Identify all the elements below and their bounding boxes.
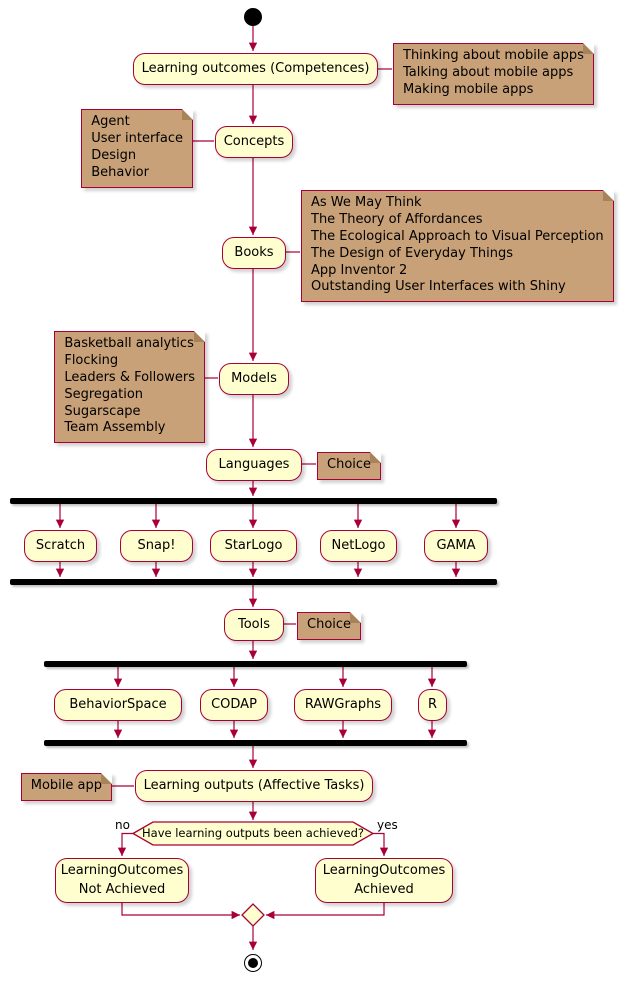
branch-label-no: no <box>115 818 130 832</box>
note-text: Basketball analytics Flocking Leaders & … <box>64 336 195 436</box>
note-fold-icon <box>602 190 614 201</box>
fork-bar-languages <box>10 498 497 504</box>
merge-diamond <box>241 903 265 927</box>
activity-models: Models <box>219 363 289 395</box>
end-node <box>244 954 262 972</box>
join-bar-tools <box>44 740 467 746</box>
decision-question: Have learning outputs been achieved? <box>142 826 364 840</box>
join-bar-languages <box>10 579 497 585</box>
activity-codap: CODAP <box>200 689 268 721</box>
note-tools-choice: Choice <box>297 612 362 640</box>
note-text: Choice <box>307 617 352 632</box>
activity-learning-outputs: Learning outputs (Affective Tasks) <box>135 770 373 802</box>
activity-snap: Snap! <box>120 530 193 562</box>
note-text: As We May Think The Theory of Affordance… <box>311 195 604 295</box>
branch-label-yes: yes <box>377 818 398 832</box>
activity-gama: GAMA <box>424 530 488 562</box>
note-fold-icon <box>582 43 594 54</box>
note-fold-icon <box>370 452 382 463</box>
activity-outcomes-achieved: LearningOutcomes Achieved <box>315 858 453 903</box>
activity-scratch: Scratch <box>24 530 97 562</box>
activity-starlogo: StarLogo <box>210 530 297 562</box>
activity-learning-outcomes-competences: Learning outcomes (Competences) <box>133 53 378 85</box>
activity-tools: Tools <box>224 609 284 641</box>
start-node <box>244 8 262 26</box>
note-connectors <box>112 68 392 787</box>
activity-languages: Languages <box>206 449 302 481</box>
note-fold-icon <box>182 109 193 120</box>
note-models: Basketball analytics Flocking Leaders & … <box>54 331 205 444</box>
end-node-core <box>248 958 258 968</box>
note-fold-icon <box>194 331 205 342</box>
activity-rawgraphs: RAWGraphs <box>294 689 392 721</box>
note-mobile-app: Mobile app <box>20 773 112 801</box>
activity-netlogo: NetLogo <box>320 530 397 562</box>
note-books: As We May Think The Theory of Affordance… <box>301 190 614 303</box>
activity-r: R <box>418 689 447 721</box>
fork-bar-tools <box>44 661 467 667</box>
activity-outcomes-not-achieved: LearningOutcomes Not Achieved <box>55 858 189 903</box>
note-text: Agent User interface Design Behavior <box>91 114 183 180</box>
decision-hexagon <box>131 821 375 846</box>
note-concepts: Agent User interface Design Behavior <box>81 109 193 188</box>
note-fold-icon <box>350 612 362 623</box>
flow-arrows <box>55 26 461 950</box>
note-competences: Thinking about mobile apps Talking about… <box>393 43 594 105</box>
note-languages-choice: Choice <box>317 452 382 480</box>
note-text: Choice <box>327 457 372 472</box>
activity-concepts: Concepts <box>215 126 293 158</box>
activity-behaviorspace: BehaviorSpace <box>54 689 182 721</box>
activity-books: Books <box>222 237 286 269</box>
note-fold-icon <box>101 773 112 784</box>
note-text: Mobile app <box>30 778 102 793</box>
note-text: Thinking about mobile apps Talking about… <box>403 48 584 97</box>
